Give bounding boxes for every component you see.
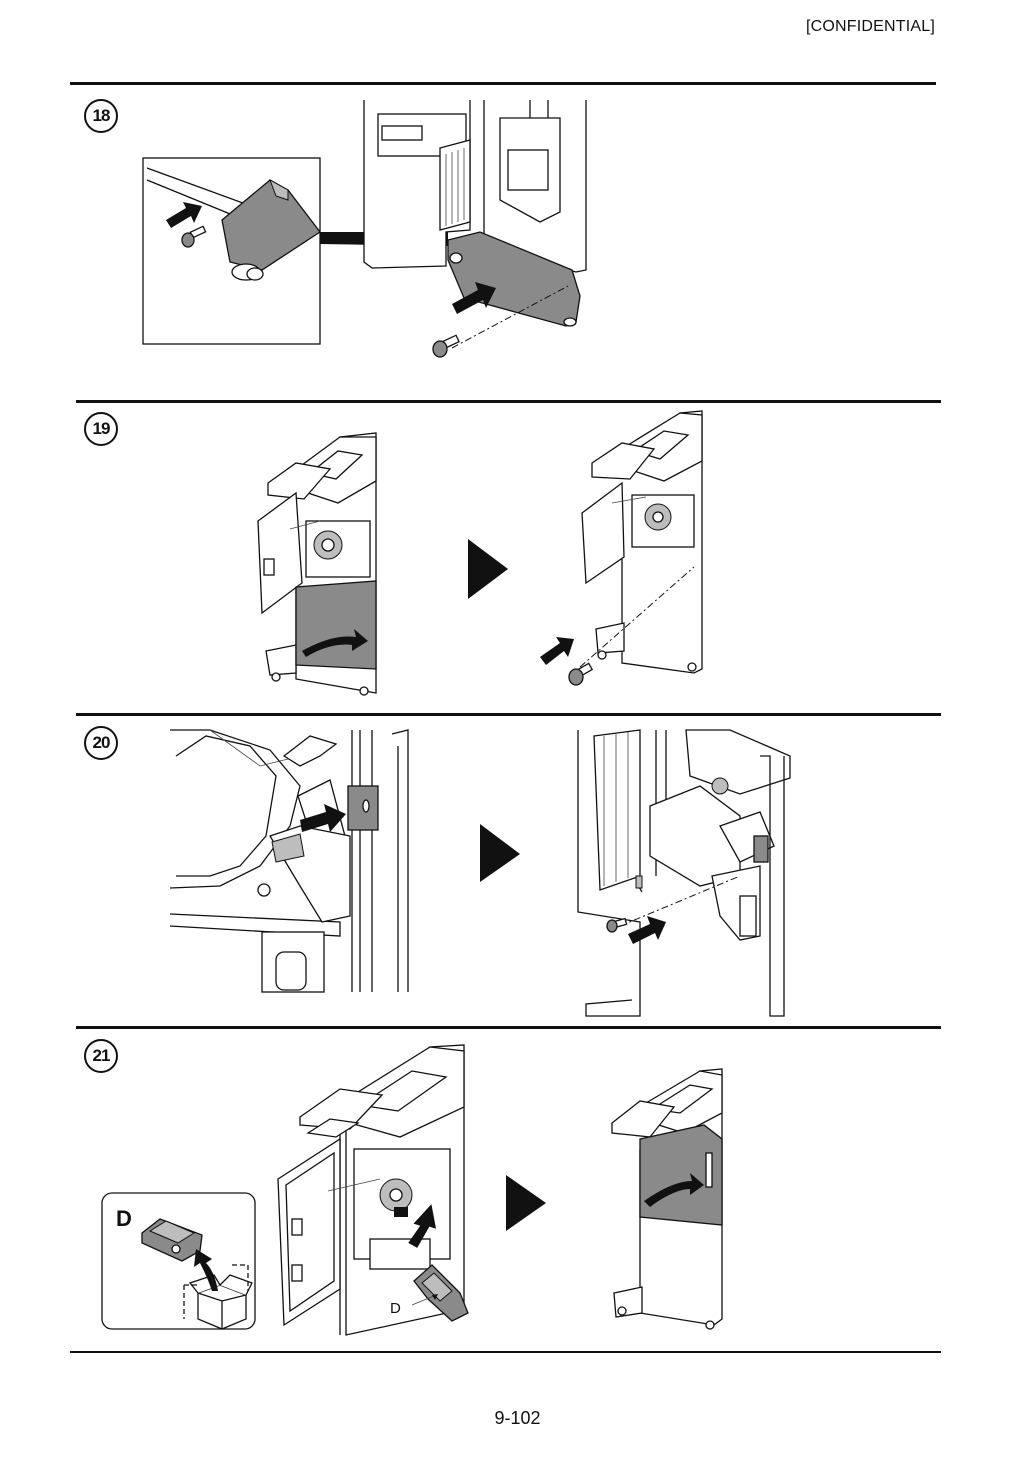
step-number-21: 21 — [84, 1039, 118, 1073]
step19-illustration — [257, 410, 703, 696]
step21-finisher-open — [277, 1044, 465, 1336]
step20-left-arrow — [300, 804, 346, 832]
step19-front-cover — [295, 580, 377, 670]
section-rule-19 — [76, 400, 941, 403]
bottom-rule — [70, 1351, 941, 1353]
step20-right-bracket — [753, 835, 769, 863]
step19-rotate-arrow — [302, 629, 368, 657]
step19-screw-icon — [568, 662, 594, 686]
step19-next-arrow-icon — [468, 539, 508, 599]
step21-staple-cartridge — [413, 1264, 469, 1322]
section-rule-21 — [76, 1026, 941, 1029]
step18-finisher-machine — [363, 100, 587, 273]
page-number: 9-102 — [494, 1408, 541, 1428]
step18-illustration — [142, 100, 587, 358]
step20-illustration — [169, 729, 791, 1017]
step18-screw-icon — [432, 334, 460, 358]
step20-next-arrow-icon — [480, 824, 520, 882]
step19-main-arrow — [540, 637, 574, 665]
step21-front-cover — [639, 1124, 723, 1226]
inset-d-label: D — [116, 1206, 132, 1231]
step21-inset-arrow — [194, 1249, 218, 1291]
step19-finisher-closed — [581, 410, 703, 674]
staple-label: D — [390, 1300, 401, 1317]
step20-left-detail — [169, 729, 409, 993]
step-number-20: 20 — [84, 726, 118, 760]
staple-cartridge-icon — [141, 1218, 203, 1262]
step21-illustration — [101, 1044, 723, 1336]
step21-rotate-arrow — [644, 1173, 704, 1207]
section-rule-18 — [70, 82, 936, 85]
step21-insert-arrow — [408, 1204, 437, 1248]
step20-right-detail — [577, 729, 791, 1017]
confidential-header: [CONFIDENTIAL] — [805, 18, 935, 35]
step18-inset-screw-icon — [181, 225, 207, 248]
section-rule-20 — [76, 713, 941, 716]
step-number-18: 18 — [84, 99, 118, 133]
step21-next-arrow-icon — [506, 1175, 546, 1231]
step20-screw-icon — [606, 917, 628, 933]
step18-main-arrow — [452, 282, 496, 314]
step-number-19: 19 — [84, 412, 118, 446]
step20-right-arrow — [628, 916, 666, 944]
step18-inset-arrow — [166, 202, 202, 228]
